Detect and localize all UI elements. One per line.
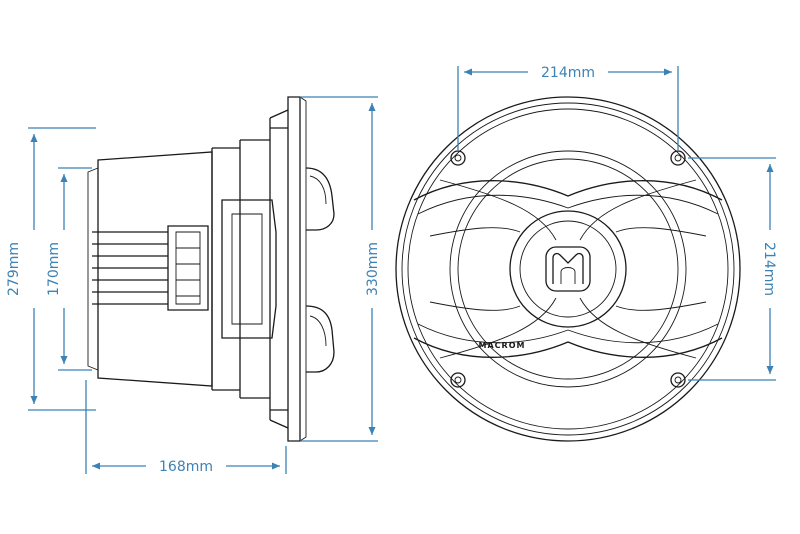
dim-214-vertical-label: 214mm	[761, 242, 777, 296]
front-dimensions: 214mm 214mm	[457, 65, 777, 381]
mounting-hole	[450, 150, 466, 166]
dim-279-label: 279mm	[6, 242, 22, 296]
dim-330-label: 330mm	[365, 242, 381, 296]
brand-label: MACROM	[479, 341, 526, 350]
dim-214-horizontal-label: 214mm	[541, 65, 595, 81]
mounting-hole	[670, 372, 686, 388]
mounting-hole	[670, 150, 686, 166]
brand-logo	[545, 246, 591, 292]
dim-170-label: 170mm	[46, 242, 62, 296]
mounting-hole	[450, 372, 466, 388]
front-view: MACROM	[395, 96, 741, 442]
side-dimensions: 279mm 170mm 330mm 168mm	[6, 96, 381, 475]
dim-168-label: 168mm	[159, 459, 213, 475]
side-view	[87, 96, 335, 442]
